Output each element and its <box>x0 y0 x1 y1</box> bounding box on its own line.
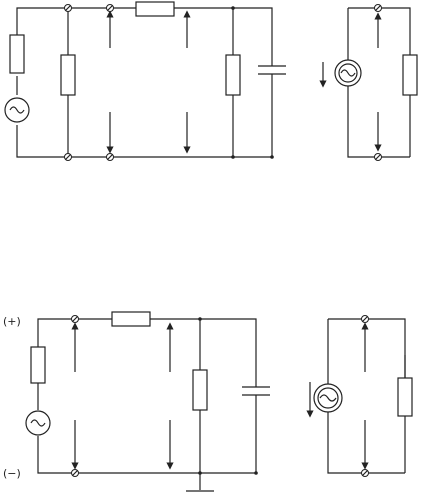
lower-source-resistor <box>30 346 46 384</box>
upper-output-shunt-resistor <box>225 54 241 96</box>
upper-ac-source-right <box>334 59 362 87</box>
lower-series-resistor <box>111 311 151 327</box>
lower-ac-source-left <box>25 410 51 436</box>
terminal-minus-label: (−) <box>3 467 21 480</box>
upper-series-resistor <box>135 1 175 17</box>
lower-shunt-resistor <box>192 369 208 411</box>
upper-load-resistor <box>402 54 418 96</box>
lower-terminals <box>71 315 369 477</box>
upper-ac-source-left <box>4 97 30 123</box>
lower-ac-source-right <box>313 383 343 413</box>
upper-circuit <box>4 1 418 161</box>
lower-capacitor <box>242 380 270 475</box>
upper-input-shunt-resistor <box>60 54 76 96</box>
ground-symbol <box>186 473 214 492</box>
upper-capacitor <box>258 50 286 159</box>
lower-circuit: (+) (−) <box>3 311 413 492</box>
terminal-plus-label: (+) <box>3 315 21 328</box>
upper-terminals <box>64 4 382 161</box>
upper-source-resistor <box>9 34 25 74</box>
lower-load-resistor <box>397 377 413 417</box>
